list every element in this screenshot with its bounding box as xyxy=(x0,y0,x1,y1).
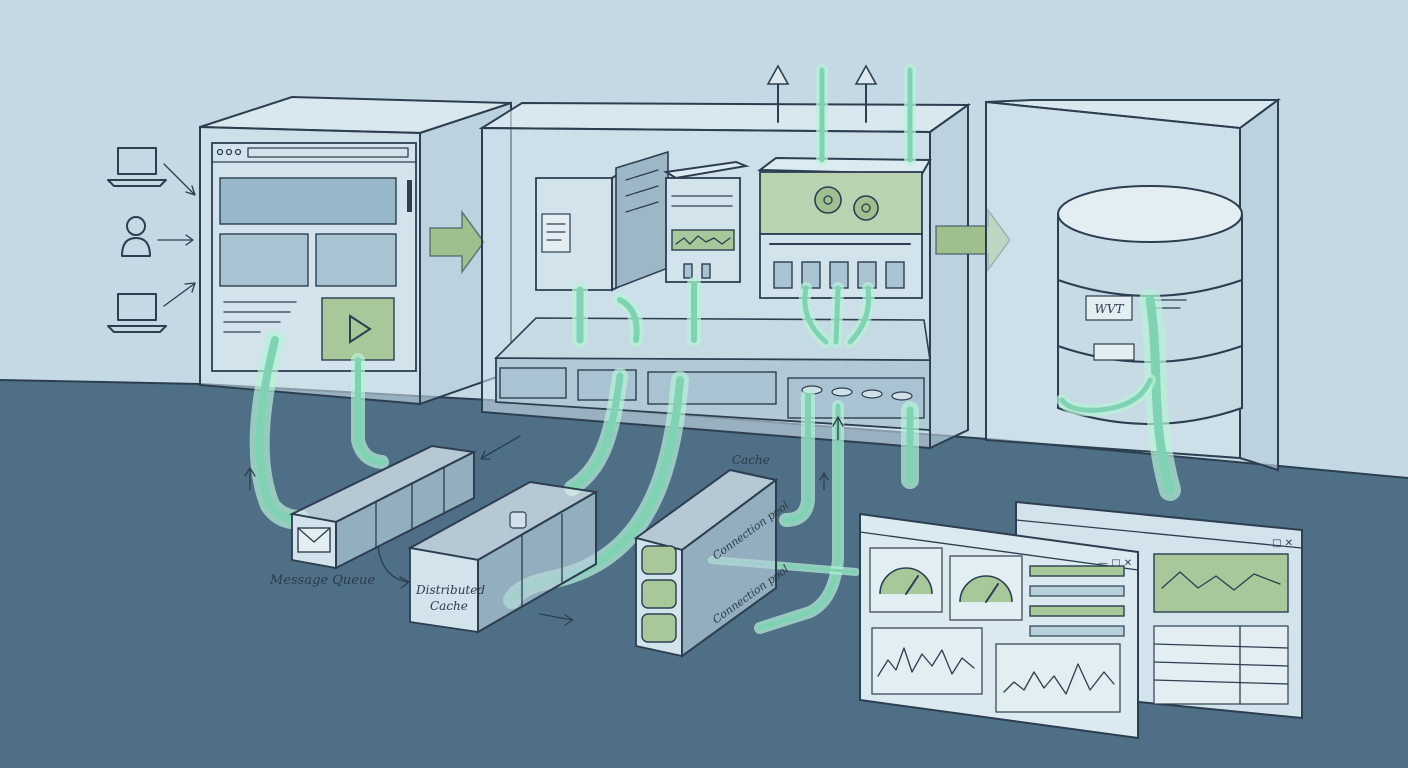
browser-window xyxy=(211,142,417,372)
envelope-icon xyxy=(297,527,331,553)
message-queue-label: Message Queue xyxy=(269,573,375,588)
gauge-icon xyxy=(949,555,1023,621)
laptop-icon xyxy=(107,293,167,333)
pipe xyxy=(249,330,310,530)
pipe xyxy=(1056,289,1181,501)
cache-block: Cache Connection pool Connection pool xyxy=(633,453,792,658)
arrow-client-to-app xyxy=(429,209,485,275)
processing-module xyxy=(757,156,932,299)
app-server-box xyxy=(478,64,972,450)
server-rack xyxy=(535,150,669,292)
cache-label: Cache xyxy=(732,453,770,467)
cylinder-stack xyxy=(801,385,913,401)
client-devices xyxy=(107,147,196,333)
pipe xyxy=(572,277,875,348)
laptop-icon xyxy=(107,147,167,187)
play-icon xyxy=(349,314,372,344)
flow-arrows xyxy=(244,416,844,626)
message-queue: Message Queue xyxy=(269,444,478,588)
gauge-icon xyxy=(869,547,943,613)
svg-text:□ ✕: □ ✕ xyxy=(1272,538,1293,549)
pipe xyxy=(754,389,919,634)
server-unit xyxy=(663,160,750,283)
distributed-cache-label-line1: Distributed xyxy=(415,583,485,597)
svg-text:— □ ✕: — □ ✕ xyxy=(1098,558,1132,569)
database-box: WVT xyxy=(985,98,1282,472)
dashboard-front: — □ ✕ xyxy=(859,512,1139,740)
data-pipes xyxy=(249,277,1181,634)
user-icon xyxy=(121,216,151,257)
pipe xyxy=(351,353,389,469)
video-panel xyxy=(321,297,395,361)
gear-icon xyxy=(853,195,879,221)
db-label: WVT xyxy=(1094,302,1124,316)
outbound-arrows xyxy=(766,64,916,166)
gear-icon xyxy=(814,186,842,214)
distributed-cache: Distributed Cache xyxy=(407,480,599,634)
distributed-cache-label-line2: Cache xyxy=(430,599,468,613)
